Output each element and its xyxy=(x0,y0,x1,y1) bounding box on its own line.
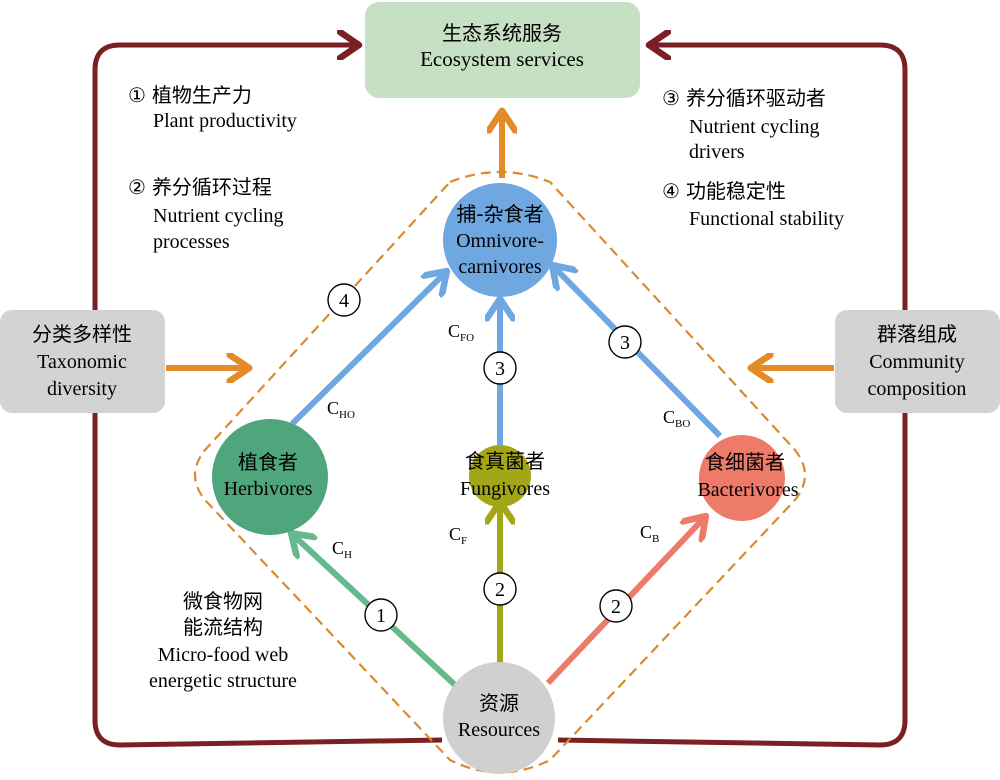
legend-item-1-en: Plant productivity xyxy=(153,110,297,132)
legend-item-2-en-line1: Nutrient cycling xyxy=(153,205,284,227)
flow-label-ch: CH xyxy=(332,538,352,561)
bacterivores-en: Bacterivores xyxy=(697,479,798,501)
legend-item-3-en-line1: Nutrient cycling xyxy=(689,116,820,138)
badge-bacterivore-resources: 2 xyxy=(599,589,633,623)
microfood-en-line1: Micro-food web xyxy=(158,644,289,666)
herbivores-en: Herbivores xyxy=(224,478,313,500)
herbivores-zh: 植食者 xyxy=(238,450,298,474)
taxonomic-diversity-zh: 分类多样性 xyxy=(32,322,132,346)
food-web-dashed-border xyxy=(193,170,807,774)
badge-herbivore-omnivore: 4 xyxy=(327,283,361,317)
svg-text:4: 4 xyxy=(339,290,349,312)
taxonomic-diversity-en-line1: Taxonomic xyxy=(37,351,127,373)
fungivores-zh: 食真菌者 xyxy=(465,449,545,473)
microfood-zh-line2: 能流结构 xyxy=(183,615,263,639)
resources-node xyxy=(443,662,555,774)
badge-bacterivore-omnivore: 3 xyxy=(608,325,642,359)
microfood-en-line2: energetic structure xyxy=(149,670,297,692)
microfood-zh-line1: 微食物网 xyxy=(183,589,263,613)
ecosystem-services-en: Ecosystem services xyxy=(420,47,584,71)
svg-text:3: 3 xyxy=(495,358,505,380)
legend-item-3-en-line2: drivers xyxy=(689,141,745,163)
taxonomic-diversity-box xyxy=(0,310,165,413)
flow-label-cfo: CFO xyxy=(448,321,474,344)
community-composition-zh: 群落组成 xyxy=(877,322,957,346)
community-composition-en-line1: Community xyxy=(869,351,965,373)
flow-label-cho: CHO xyxy=(327,398,355,421)
legend-item-4-en: Functional stability xyxy=(689,208,844,230)
arrow-herbivores-to-omnivores xyxy=(289,272,446,427)
svg-text:1: 1 xyxy=(376,605,386,627)
bacterivores-zh: 食细菌者 xyxy=(705,450,785,474)
omnivore-carnivores-zh: 捕-杂食者 xyxy=(456,202,543,226)
resources-zh: 资源 xyxy=(479,691,519,715)
community-composition-en-line2: composition xyxy=(868,378,967,400)
omnivore-carnivores-en-line1: Omnivore- xyxy=(456,230,544,252)
community-composition-box xyxy=(835,310,1000,413)
flow-label-cbo: CBO xyxy=(663,407,690,430)
flow-label-cb: CB xyxy=(640,522,659,545)
omnivore-carnivores-node xyxy=(443,183,557,297)
fungivores-en: Fungivores xyxy=(460,478,550,500)
resources-en: Resources xyxy=(458,719,540,741)
omnivore-carnivores-en-line2: carnivores xyxy=(458,256,542,278)
herbivores-node xyxy=(212,419,328,535)
taxonomic-diversity-en-line2: diversity xyxy=(47,378,117,400)
svg-text:3: 3 xyxy=(620,332,630,354)
flow-label-cf: CF xyxy=(449,524,467,547)
legend-item-2-en-line2: processes xyxy=(153,231,230,253)
badge-fungivore-omnivore: 3 xyxy=(483,351,517,385)
ecosystem-services-zh: 生态系统服务 xyxy=(442,21,562,45)
badge-fungivore-resources: 2 xyxy=(483,572,517,606)
ecosystem-services-box xyxy=(365,2,640,98)
fungivores-node xyxy=(469,445,531,507)
svg-text:2: 2 xyxy=(495,579,505,601)
badge-herbivore-resources: 1 xyxy=(364,598,398,632)
bacterivores-node xyxy=(699,435,785,521)
svg-text:2: 2 xyxy=(611,596,621,618)
